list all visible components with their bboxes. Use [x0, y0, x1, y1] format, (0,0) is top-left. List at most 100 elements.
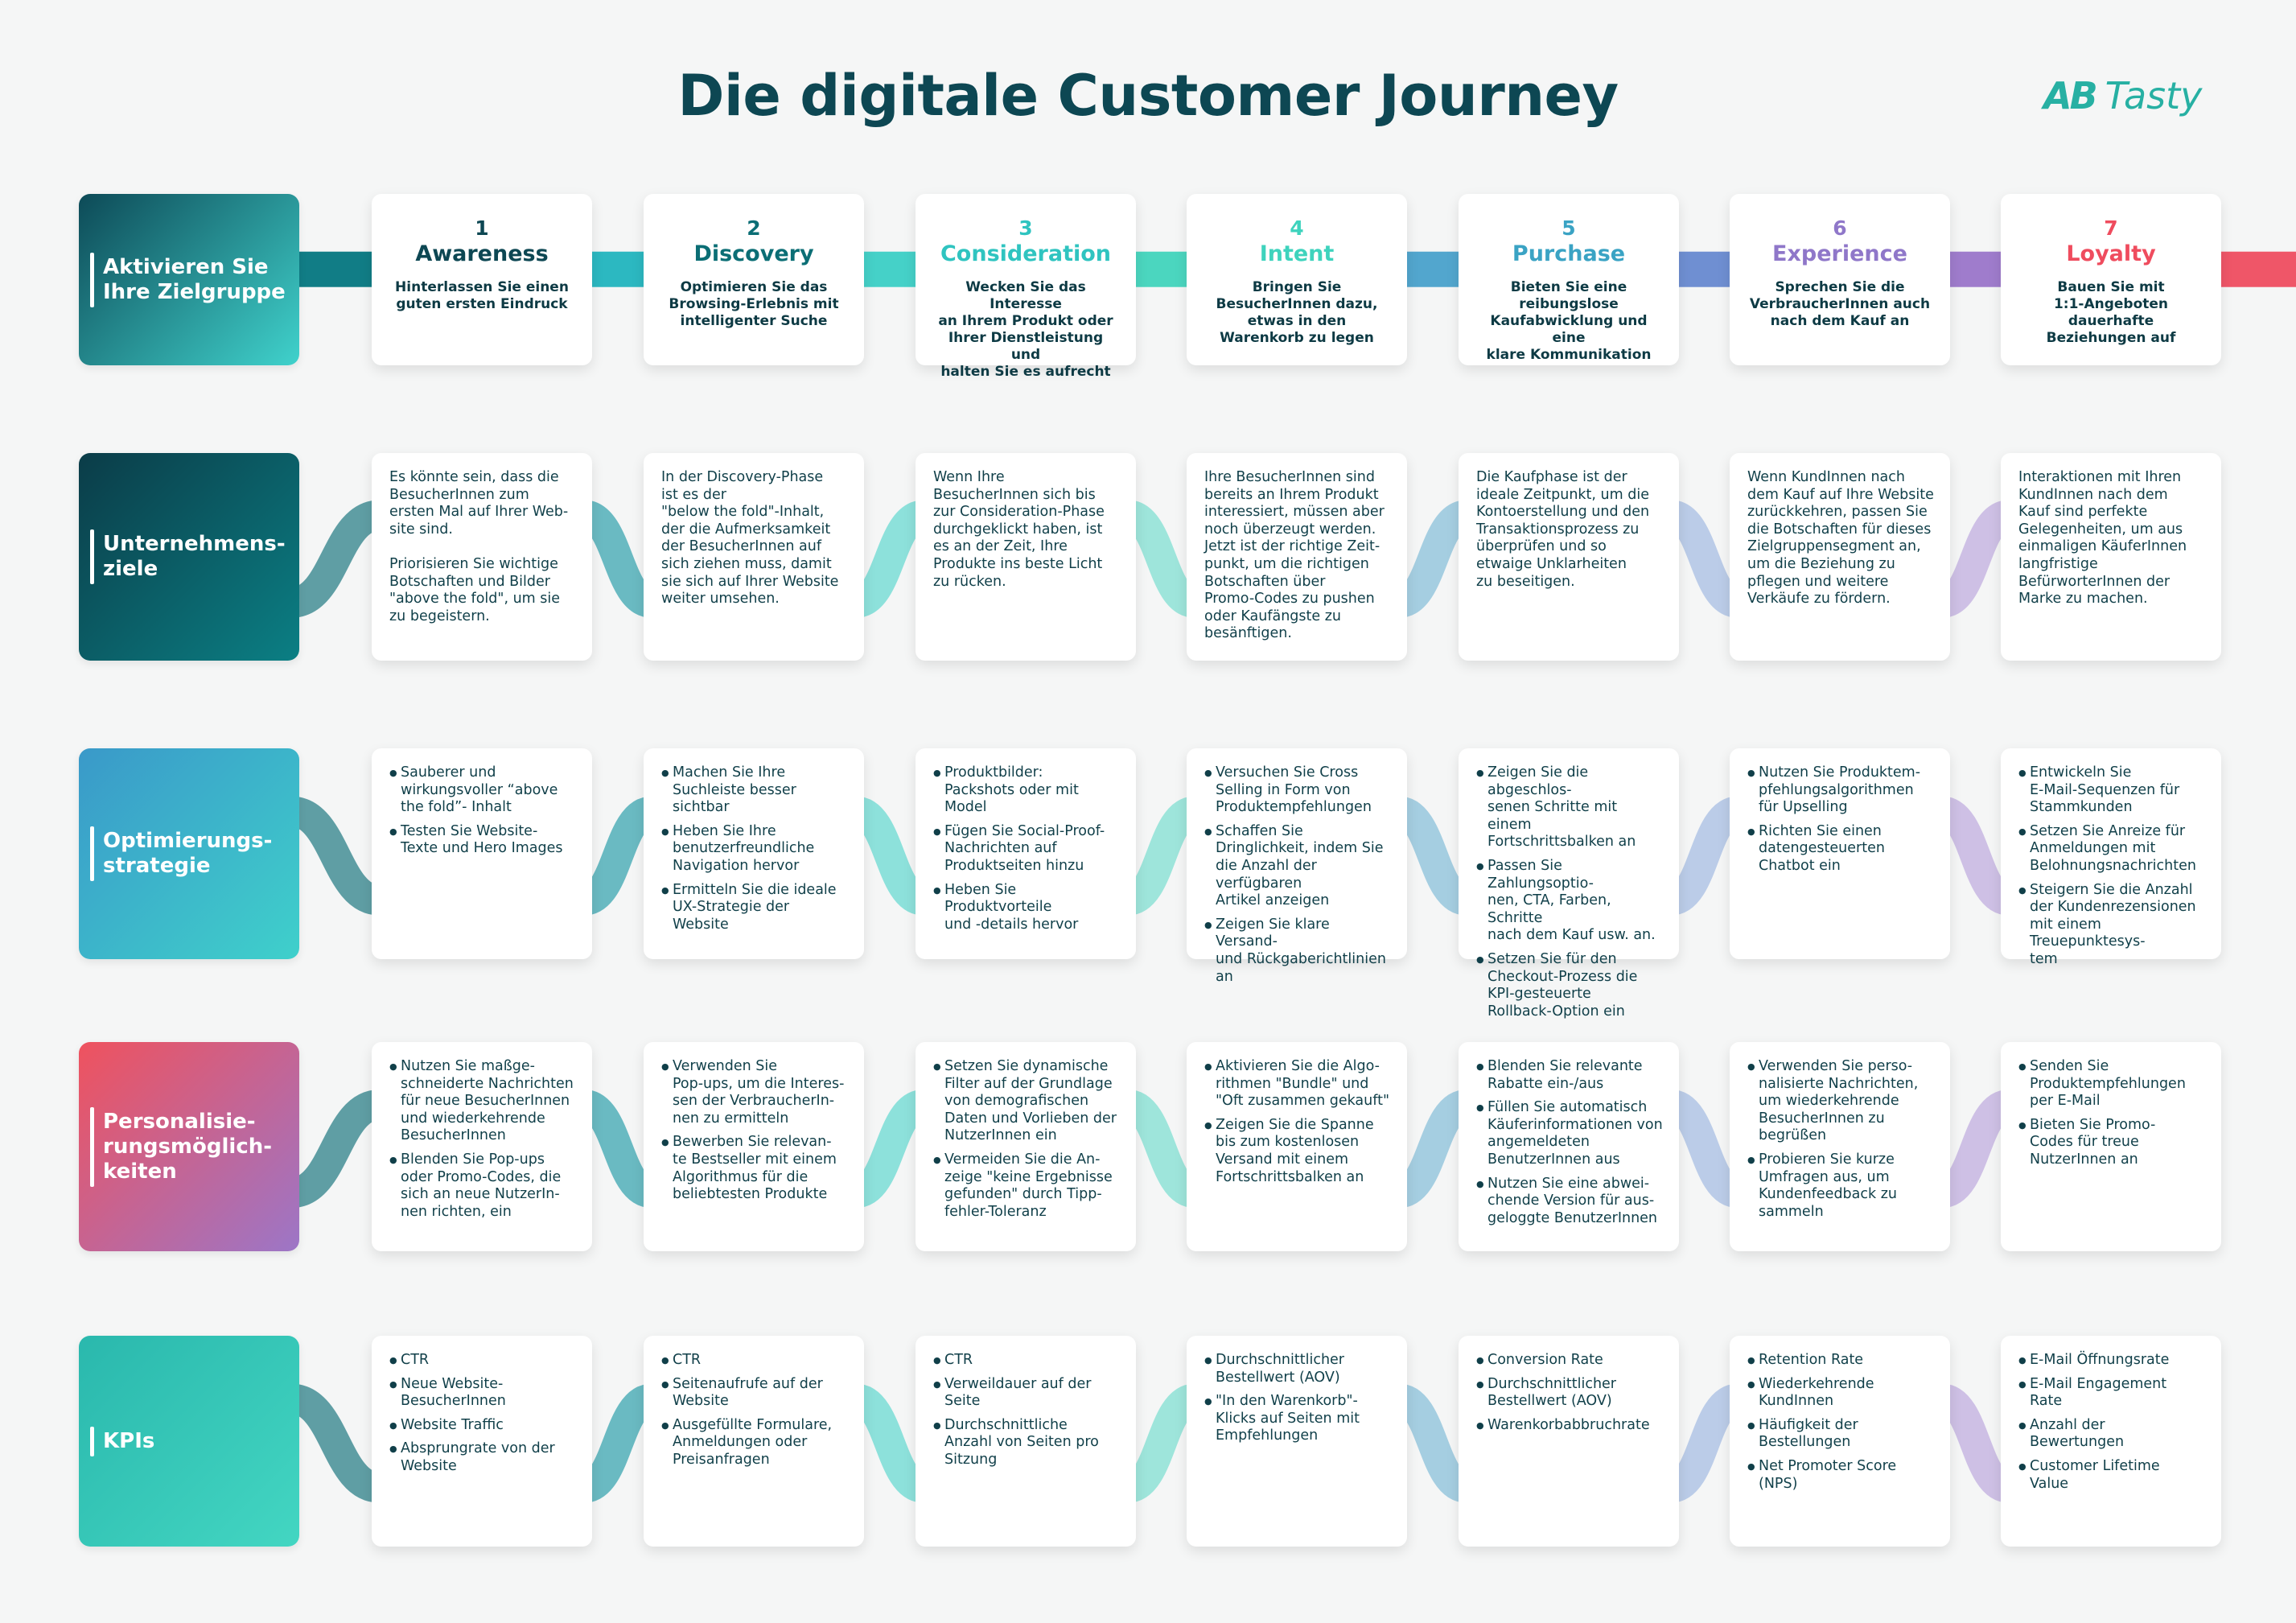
list-item: Setzen Sie dynamische Filter auf der Gru… [933, 1058, 1120, 1145]
stage-name: Loyalty [2066, 241, 2156, 266]
list-item: Fügen Sie Social-Proof- Nachrichten auf … [933, 823, 1120, 875]
list-item: "In den Warenkorb"- Klicks auf Seiten mi… [1204, 1393, 1391, 1445]
list-item: Absprungrate von der Website [389, 1440, 576, 1475]
kpis-card-7: E-Mail ÖffnungsrateE-Mail Engagement Rat… [2001, 1336, 2221, 1547]
stage-description: Bieten Sie eine reibungslose Kaufabwickl… [1486, 279, 1652, 363]
list-item: Ermitteln Sie die ideale UX-Strategie de… [661, 882, 848, 934]
ziele-card-2: In der Discovery-Phase ist es der "below… [644, 453, 864, 661]
personalisierung-card-5: Blenden Sie relevante Rabatte ein-/ausFü… [1459, 1042, 1679, 1251]
ribbon-connector [289, 796, 382, 916]
ribbon-connector [581, 1090, 655, 1209]
stage-connector-band [592, 251, 647, 287]
personalisierung-list: Aktivieren Sie die Algo- rithmen "Bundle… [1204, 1058, 1391, 1186]
stage-number: 6 [1833, 216, 1847, 240]
logo-ab: AB [2043, 74, 2098, 117]
stage-number: 4 [1290, 216, 1304, 240]
ziele-card-6: Wenn KundInnen nach dem Kauf auf Ihre We… [1730, 453, 1950, 661]
stage-description: Bauen Sie mit 1:1-Angeboten dauerhafte B… [2046, 279, 2176, 346]
list-item: Sauberer und wirkungsvoller “above the f… [389, 764, 576, 817]
list-item: Wiederkehrende KundInnen [1747, 1376, 1934, 1411]
stage-number: 1 [475, 216, 489, 240]
list-item: Verwenden Sie perso- nalisierte Nachrich… [1747, 1058, 1934, 1145]
ziele-card-7: Interaktionen mit Ihren KundInnen nach d… [2001, 453, 2221, 661]
personalisierung-list: Setzen Sie dynamische Filter auf der Gru… [933, 1058, 1120, 1221]
page-title: Die digitale Customer Journey [677, 63, 1619, 129]
list-item: Verweildauer auf der Seite [933, 1376, 1120, 1411]
personalisierung-card-3: Setzen Sie dynamische Filter auf der Gru… [916, 1042, 1136, 1251]
kpis-card-2: CTRSeitenaufrufe auf der WebsiteAusgefül… [644, 1336, 864, 1547]
ribbon-connector [1668, 1383, 1741, 1503]
ribbon-connector [1939, 500, 2012, 618]
row-label-1: Unternehmens- ziele [79, 453, 299, 661]
list-item: Bewerben Sie relevan- te Bestseller mit … [661, 1134, 848, 1203]
stage-number: 7 [2104, 216, 2118, 240]
row-label-0: Aktivieren Sie Ihre Zielgruppe [79, 194, 299, 365]
ziele-text: Interaktionen mit Ihren KundInnen nach d… [2018, 469, 2187, 608]
list-item: Seitenaufrufe auf der Website [661, 1376, 848, 1411]
row-label-accent-bar [90, 826, 94, 881]
personalisierung-card-1: Nutzen Sie maßge- schneiderte Nachrichte… [372, 1042, 592, 1251]
ziele-text: Ihre BesucherInnen sind bereits an Ihrem… [1204, 469, 1385, 642]
list-item: Aktivieren Sie die Algo- rithmen "Bundle… [1204, 1058, 1391, 1110]
stage-description: Optimieren Sie das Browsing-Erlebnis mit… [669, 279, 839, 329]
strategie-card-5: Zeigen Sie die abgeschlos- senen Schritt… [1459, 748, 1679, 1020]
kpis-card-6: Retention RateWiederkehrende KundInnenHä… [1730, 1336, 1950, 1547]
ribbon-connector [1668, 500, 1741, 618]
ribbon-connector [1125, 1090, 1198, 1209]
ziele-card-1: Es könnte sein, dass die BesucherInnen z… [372, 453, 592, 661]
list-item: Versuchen Sie Cross Selling in Form von … [1204, 764, 1391, 817]
ribbon-connector [853, 796, 927, 916]
stage-description: Wecken Sie das Interesse an Ihrem Produk… [938, 279, 1113, 380]
strategie-card-2: Machen Sie Ihre Suchleiste besser sichtb… [644, 748, 864, 959]
list-item: Schaffen Sie Dringlichkeit, indem Sie di… [1204, 823, 1391, 910]
list-item: CTR [933, 1352, 1120, 1370]
list-item: Neue Website- BesucherInnen [389, 1376, 576, 1411]
stage-connector-band [1679, 251, 1733, 287]
stage-name: Intent [1259, 241, 1335, 266]
kpis-card-5: Conversion RateDurchschnittlicher Bestel… [1459, 1336, 1679, 1547]
strategie-list: Entwickeln Sie E-Mail-Sequenzen für Stam… [2018, 764, 2205, 969]
ziele-card-3: Wenn Ihre BesucherInnen sich bis zur Con… [916, 453, 1136, 661]
list-item: Nutzen Sie eine abwei- chende Version fü… [1476, 1176, 1663, 1228]
list-item: Heben Sie Ihre benutzerfreundliche Navig… [661, 823, 848, 875]
personalisierung-card-2: Verwenden Sie Pop-ups, um die Interes- s… [644, 1042, 864, 1251]
row-label-3: Personalisie- rungsmöglich- keiten [79, 1042, 299, 1251]
row-label-text: KPIs [103, 1428, 155, 1453]
ribbon-connector [1668, 1090, 1741, 1209]
list-item: Machen Sie Ihre Suchleiste besser sichtb… [661, 764, 848, 817]
personalisierung-card-6: Verwenden Sie perso- nalisierte Nachrich… [1730, 1042, 1950, 1251]
stage-name: Purchase [1512, 241, 1626, 266]
list-item: Zeigen Sie die Spanne bis zum kostenlose… [1204, 1117, 1391, 1186]
list-item: Verwenden Sie Pop-ups, um die Interes- s… [661, 1058, 848, 1127]
ribbon-connector [581, 1383, 655, 1503]
ribbon-connector [853, 500, 927, 618]
ribbon-connector [581, 500, 655, 618]
list-item: Warenkorbabbruchrate [1476, 1417, 1663, 1435]
list-item: Passen Sie Zahlungsoptio- nen, CTA, Farb… [1476, 858, 1663, 945]
kpis-list: E-Mail ÖffnungsrateE-Mail Engagement Rat… [2018, 1352, 2205, 1493]
list-item: Blenden Sie relevante Rabatte ein-/aus [1476, 1058, 1663, 1093]
kpis-list: CTRNeue Website- BesucherInnenWebsite Tr… [389, 1352, 576, 1476]
list-item: Ausgefüllte Formulare, Anmeldungen oder … [661, 1417, 848, 1469]
personalisierung-card-7: Senden Sie Produktempfehlungen per E-Mai… [2001, 1042, 2221, 1251]
kpis-list: CTRSeitenaufrufe auf der WebsiteAusgefül… [661, 1352, 848, 1469]
stage-number: 2 [747, 216, 761, 240]
stage-connector-band [864, 251, 919, 287]
list-item: Häufigkeit der Bestellungen [1747, 1417, 1934, 1452]
ziele-text: Es könnte sein, dass die BesucherInnen z… [389, 469, 569, 624]
stage-connector-band [2221, 251, 2296, 287]
list-item: Net Promoter Score (NPS) [1747, 1458, 1934, 1493]
row-label-accent-bar [90, 1426, 94, 1456]
kpis-list: CTRVerweildauer auf der SeiteDurchschnit… [933, 1352, 1120, 1469]
ribbon-connector [289, 1383, 382, 1503]
list-item: CTR [389, 1352, 576, 1370]
brand-logo: AB Tasty [2043, 68, 2228, 124]
stage-description: Sprechen Sie die VerbraucherInnen auch n… [1749, 279, 1931, 329]
